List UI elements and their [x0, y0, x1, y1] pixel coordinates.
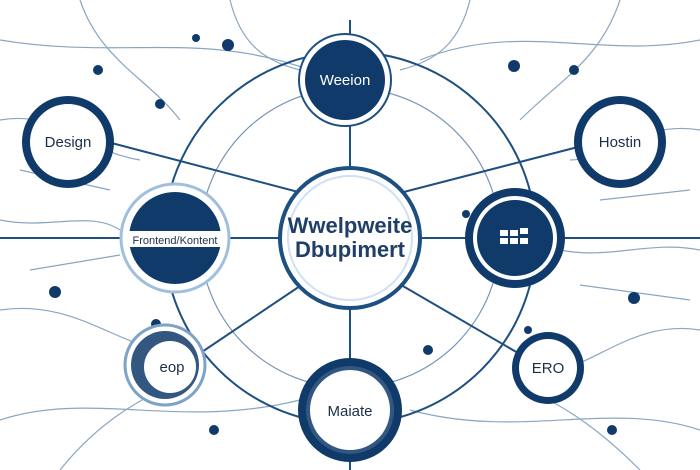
node-eop-label: eop [159, 359, 184, 376]
node-weeion: Weeion [298, 33, 392, 127]
decorative-dots [49, 34, 640, 435]
center-title-line2: Dbupimert [295, 237, 406, 262]
app-grid-icon [500, 228, 528, 244]
node-hostin-label: Hostin [599, 134, 642, 151]
node-design-label: Design [45, 134, 92, 151]
node-frontend: Frontend/Kontent [119, 182, 231, 294]
center-node: Wwelpweite Dbupimert [278, 166, 422, 310]
node-maiate: Maiate [298, 358, 402, 462]
node-eop: eop [123, 323, 207, 407]
node-ero-label: ERO [532, 360, 565, 377]
node-frontend-label: Frontend/Kontent [132, 235, 217, 247]
center-title-line1: Wwelpweite [288, 213, 413, 238]
node-design: Design [22, 96, 114, 188]
node-maiate-label: Maiate [327, 403, 372, 420]
node-hostin: Hostin [574, 96, 666, 188]
node-weeion-label: Weeion [320, 72, 371, 89]
node-ero: ERO [512, 332, 584, 404]
node-apps [465, 188, 565, 288]
